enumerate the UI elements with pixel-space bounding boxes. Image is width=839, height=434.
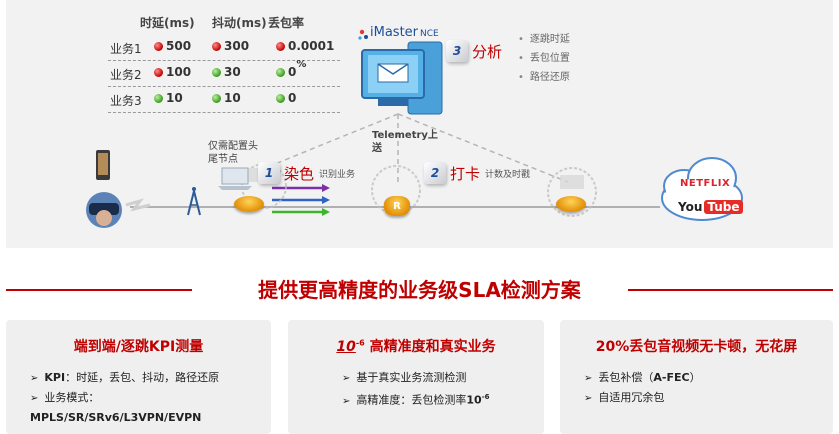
status-dot-icon [212,67,221,77]
step-dye: 1 染色 识别业务 [258,162,355,184]
step-number-icon: 1 [258,162,280,184]
flow-arrows [272,184,330,216]
wireless-icon [125,198,151,212]
latency-cell: 500 [154,39,191,53]
header-loss: 丢包率 [268,16,305,30]
list-item: 逐跳时延 [518,30,570,49]
imaster-logo-icon [358,29,368,40]
card-title: 10-6 高精准度和真实业务 [336,338,496,355]
telemetry-label: Telemetry上送 [372,130,438,154]
step-label: 打卡 [450,164,481,183]
jitter-cell: 30 [212,65,241,79]
loss-cell: 0% [276,59,306,79]
analysis-list: 逐跳时延 丢包位置 路径还原 [518,30,570,87]
title-divider-left [6,289,192,291]
card-title: 端到端/逐跳KPI测量 [73,339,204,355]
bullet-item: 自适用冗余包 [584,388,701,408]
table-row: 业务2 100 30 0% [108,59,340,87]
feature-card-kpi: 端到端/逐跳KPI测量 KPI：时延，丢包、抖动，路径还原 业务模式： MPLS… [6,320,271,434]
card-bullets: KPI：时延，丢包、抖动，路径还原 业务模式： MPLS/SR/SRv6/L3V… [30,368,219,427]
status-dot-icon [276,67,285,77]
bullet-continuation: MPLS/SR/SRv6/L3VPN/EVPN [30,411,202,424]
step-desc: 识别业务 [319,169,356,180]
step-punch: 2 打卡 计数及时戳 [424,162,530,184]
status-dot-icon [154,41,163,51]
telemetry-line [264,113,399,169]
feature-card-fec: 20%丢包音视频无卡顿，无花屏 丢包补偿（A-FEC） 自适用冗余包 [560,320,833,434]
step-desc: 计数及时戳 [485,169,531,180]
list-item: 丢包位置 [518,49,570,68]
status-dot-icon [154,67,163,77]
card-title: 20%丢包音视频无卡顿，无花屏 [595,339,798,355]
phone-icon [96,150,110,180]
step-analysis: 3 分析 [446,40,507,62]
config-note: 仅需配置头尾节点 [208,141,258,165]
jitter-cell: 300 [212,39,249,53]
router-icon: R [384,196,410,216]
main-title: 提供更高精度的业务级SLA检测方案 [258,278,581,302]
step-label: 分析 [472,42,503,61]
nce-controller-icon [361,41,443,115]
bullet-item: 高精准度：丢包检测率10-6 [342,388,489,411]
header-latency: 时延(ms) [140,16,195,30]
status-dot-icon [276,41,285,51]
feature-card-accuracy: 10-6 高精准度和真实业务 基于真实业务流测检测 高精准度：丢包检测率10-6 [288,320,544,434]
row-label: 业务3 [110,94,142,108]
loss-cell: 0 [276,91,296,105]
laptop-icon [218,167,252,190]
row-label: 业务2 [110,68,142,82]
loss-cell: 0.0001 [276,39,334,53]
latency-cell: 100 [154,65,191,79]
card-bullets: 丢包补偿（A-FEC） 自适用冗余包 [584,368,701,408]
step-number-icon: 2 [424,162,446,184]
row-label: 业务1 [110,42,142,56]
step-number-icon: 3 [446,40,468,62]
bullet-item: 丢包补偿（A-FEC） [584,368,700,388]
status-dot-icon [276,93,285,103]
bullet-item: 业务模式： [30,388,219,408]
status-dot-icon [212,93,221,103]
status-dot-icon [154,93,163,103]
netflix-logo: NETFLIX [680,178,731,189]
step-label: 染色 [284,164,315,183]
cell-tower-icon [187,187,201,216]
title-divider-right [628,289,833,291]
status-dot-icon [212,41,221,51]
table-row: 业务3 10 10 0 [108,86,340,113]
table-row: 业务1 500 300 0.0001 [108,34,340,61]
router-icon [234,196,264,212]
telemetry-line [397,113,569,183]
header-jitter: 抖动(ms) [212,16,267,30]
card-bullets: 基于真实业务流测检测 高精准度：丢包检测率10-6 [342,368,489,411]
jitter-cell: 10 [212,91,241,105]
bullet-item: 基于真实业务流测检测 [342,368,489,388]
bullet-item: KPI：时延，丢包、抖动，路径还原 [30,368,219,388]
latency-cell: 10 [154,91,183,105]
router-icon [556,196,586,212]
vr-user-icon [86,192,122,228]
list-item: 路径还原 [518,68,570,87]
